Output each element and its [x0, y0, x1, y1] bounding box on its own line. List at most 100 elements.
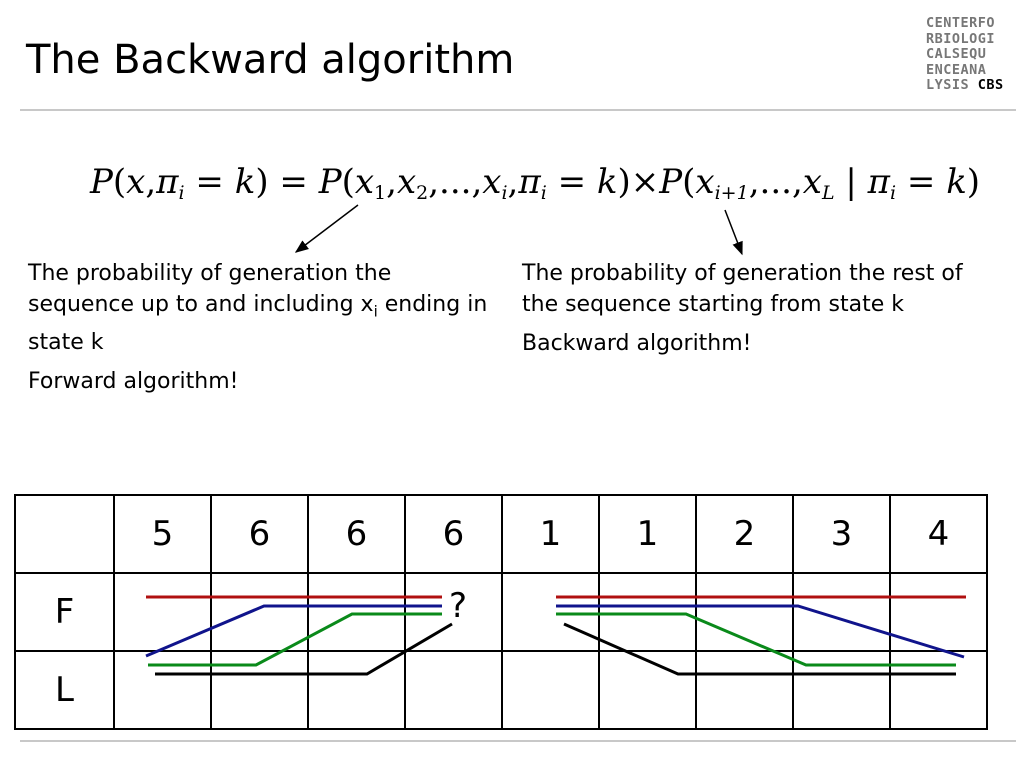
formula-symbol: (	[112, 162, 127, 202]
roll-cell: 3	[792, 494, 891, 574]
roll-cell: 6	[307, 494, 406, 574]
forward-description-text: The probability of generation the sequen…	[28, 258, 498, 358]
formula-symbol: x	[126, 162, 146, 202]
table-row-fair: F	[14, 572, 988, 652]
logo-line: CALSEQU	[926, 46, 987, 62]
table-cell	[598, 650, 697, 730]
table-header-row: 5 6 6 6 1 1 2 3 4	[14, 494, 988, 574]
table-corner-cell	[14, 494, 115, 574]
bottom-divider	[20, 740, 1016, 742]
backward-description: The probability of generation the rest o…	[522, 258, 992, 359]
roll-cell: 1	[598, 494, 697, 574]
logo-line: CENTERFO	[926, 15, 996, 31]
logo-cbs: CBS	[977, 77, 1004, 93]
table-cell	[404, 650, 503, 730]
formula-symbol: ...,	[759, 162, 803, 202]
formula-symbol: )	[966, 162, 981, 202]
table-row-loaded: L	[14, 650, 988, 730]
roll-cell: 4	[889, 494, 988, 574]
formula-symbol: ,	[145, 162, 157, 202]
formula-symbol: )	[617, 162, 631, 202]
formula-symbol: ,	[507, 162, 519, 202]
formula-symbol: π	[867, 162, 890, 202]
formula-symbol: =	[184, 162, 235, 202]
formula-symbol: P	[90, 162, 113, 202]
forward-arrow	[294, 204, 359, 253]
formula-subscript: 2	[416, 182, 429, 204]
formula-symbol: )	[255, 162, 269, 202]
table-cell	[792, 650, 891, 730]
formula-subscript: i	[890, 182, 897, 204]
forward-description: The probability of generation the sequen…	[28, 258, 498, 397]
formula-symbol: k	[596, 162, 618, 202]
formula-symbol: x	[695, 162, 715, 202]
table-cell	[113, 650, 212, 730]
formula-symbol: x	[482, 162, 502, 202]
table-cell	[598, 572, 697, 652]
formula-symbol: (	[341, 162, 355, 202]
page-title: The Backward algorithm	[26, 37, 515, 83]
table-cell	[695, 650, 794, 730]
formula-subscript: i+1	[714, 182, 749, 204]
state-label-fair: F	[14, 572, 115, 652]
formula-symbol: x	[802, 162, 822, 202]
dice-sequence-table: 5 6 6 6 1 1 2 3 4 F L	[14, 494, 988, 730]
table-cell	[307, 650, 406, 730]
top-divider	[20, 109, 1016, 111]
formula-subscript: i	[501, 182, 508, 204]
table-cell	[889, 650, 988, 730]
formula-symbol: π	[156, 162, 179, 202]
question-mark: ?	[449, 586, 468, 626]
forward-description-line: The probability of generation the sequen…	[28, 261, 392, 317]
formula-symbol: P	[659, 162, 683, 202]
formula-symbol: x	[354, 162, 375, 202]
roll-cell: 6	[210, 494, 309, 574]
formula-symbol: ,	[748, 162, 760, 202]
formula-subscript: 1	[374, 182, 387, 204]
backward-description-text: The probability of generation the rest o…	[522, 261, 963, 317]
logo-line: ENCEANA	[926, 61, 987, 78]
roll-cell: 1	[501, 494, 600, 574]
formula-symbol: ,	[386, 162, 397, 202]
formula-symbol: =	[268, 162, 319, 202]
formula-symbol: k	[234, 162, 256, 202]
formula-symbol: (	[682, 162, 696, 202]
table-cell	[210, 650, 309, 730]
forward-description-line: ending in state k	[28, 292, 488, 356]
table-cell	[307, 572, 406, 652]
formula-symbol: =	[546, 162, 597, 202]
table-cell	[501, 650, 600, 730]
backward-algorithm-label: Backward algorithm!	[522, 331, 752, 356]
roll-cell: 2	[695, 494, 794, 574]
logo-line-last: LYSIS CBS	[926, 77, 1016, 94]
state-label-loaded: L	[14, 650, 115, 730]
formula-symbol: π	[518, 162, 541, 202]
formula-symbol: =	[896, 162, 947, 202]
roll-cell: 6	[404, 494, 503, 574]
formula-symbol: ,	[428, 162, 440, 202]
logo-line: RBIOLOGI	[926, 30, 996, 47]
formula-symbol: x	[396, 162, 417, 202]
formula-subscript: L	[821, 182, 835, 204]
logo-line: LYSIS	[926, 77, 970, 93]
table-cell	[113, 572, 212, 652]
formula-symbol: ×	[630, 162, 660, 202]
table-cell	[210, 572, 309, 652]
table-cell	[792, 572, 891, 652]
formula-symbol: |	[834, 162, 868, 202]
formula-symbol: k	[946, 162, 967, 202]
backward-formula: P(x,πi = k) = P(x1,x2,...,xi,πi = k)×P(x…	[90, 158, 980, 206]
formula-subscript: i	[178, 182, 185, 204]
forward-description-subscript: i	[373, 302, 378, 321]
table-cell	[695, 572, 794, 652]
table-cell	[501, 572, 600, 652]
table-cell	[889, 572, 988, 652]
formula-symbol: P	[318, 162, 342, 202]
roll-cell: 5	[113, 494, 212, 574]
backward-arrow	[724, 209, 743, 256]
cbs-logo: CENTERFO RBIOLOGI CALSEQU ENCEANA LYSIS …	[926, 15, 1016, 94]
formula-symbol: ...,	[439, 162, 483, 202]
formula-subscript: i	[540, 182, 547, 204]
forward-algorithm-label: Forward algorithm!	[28, 369, 239, 395]
